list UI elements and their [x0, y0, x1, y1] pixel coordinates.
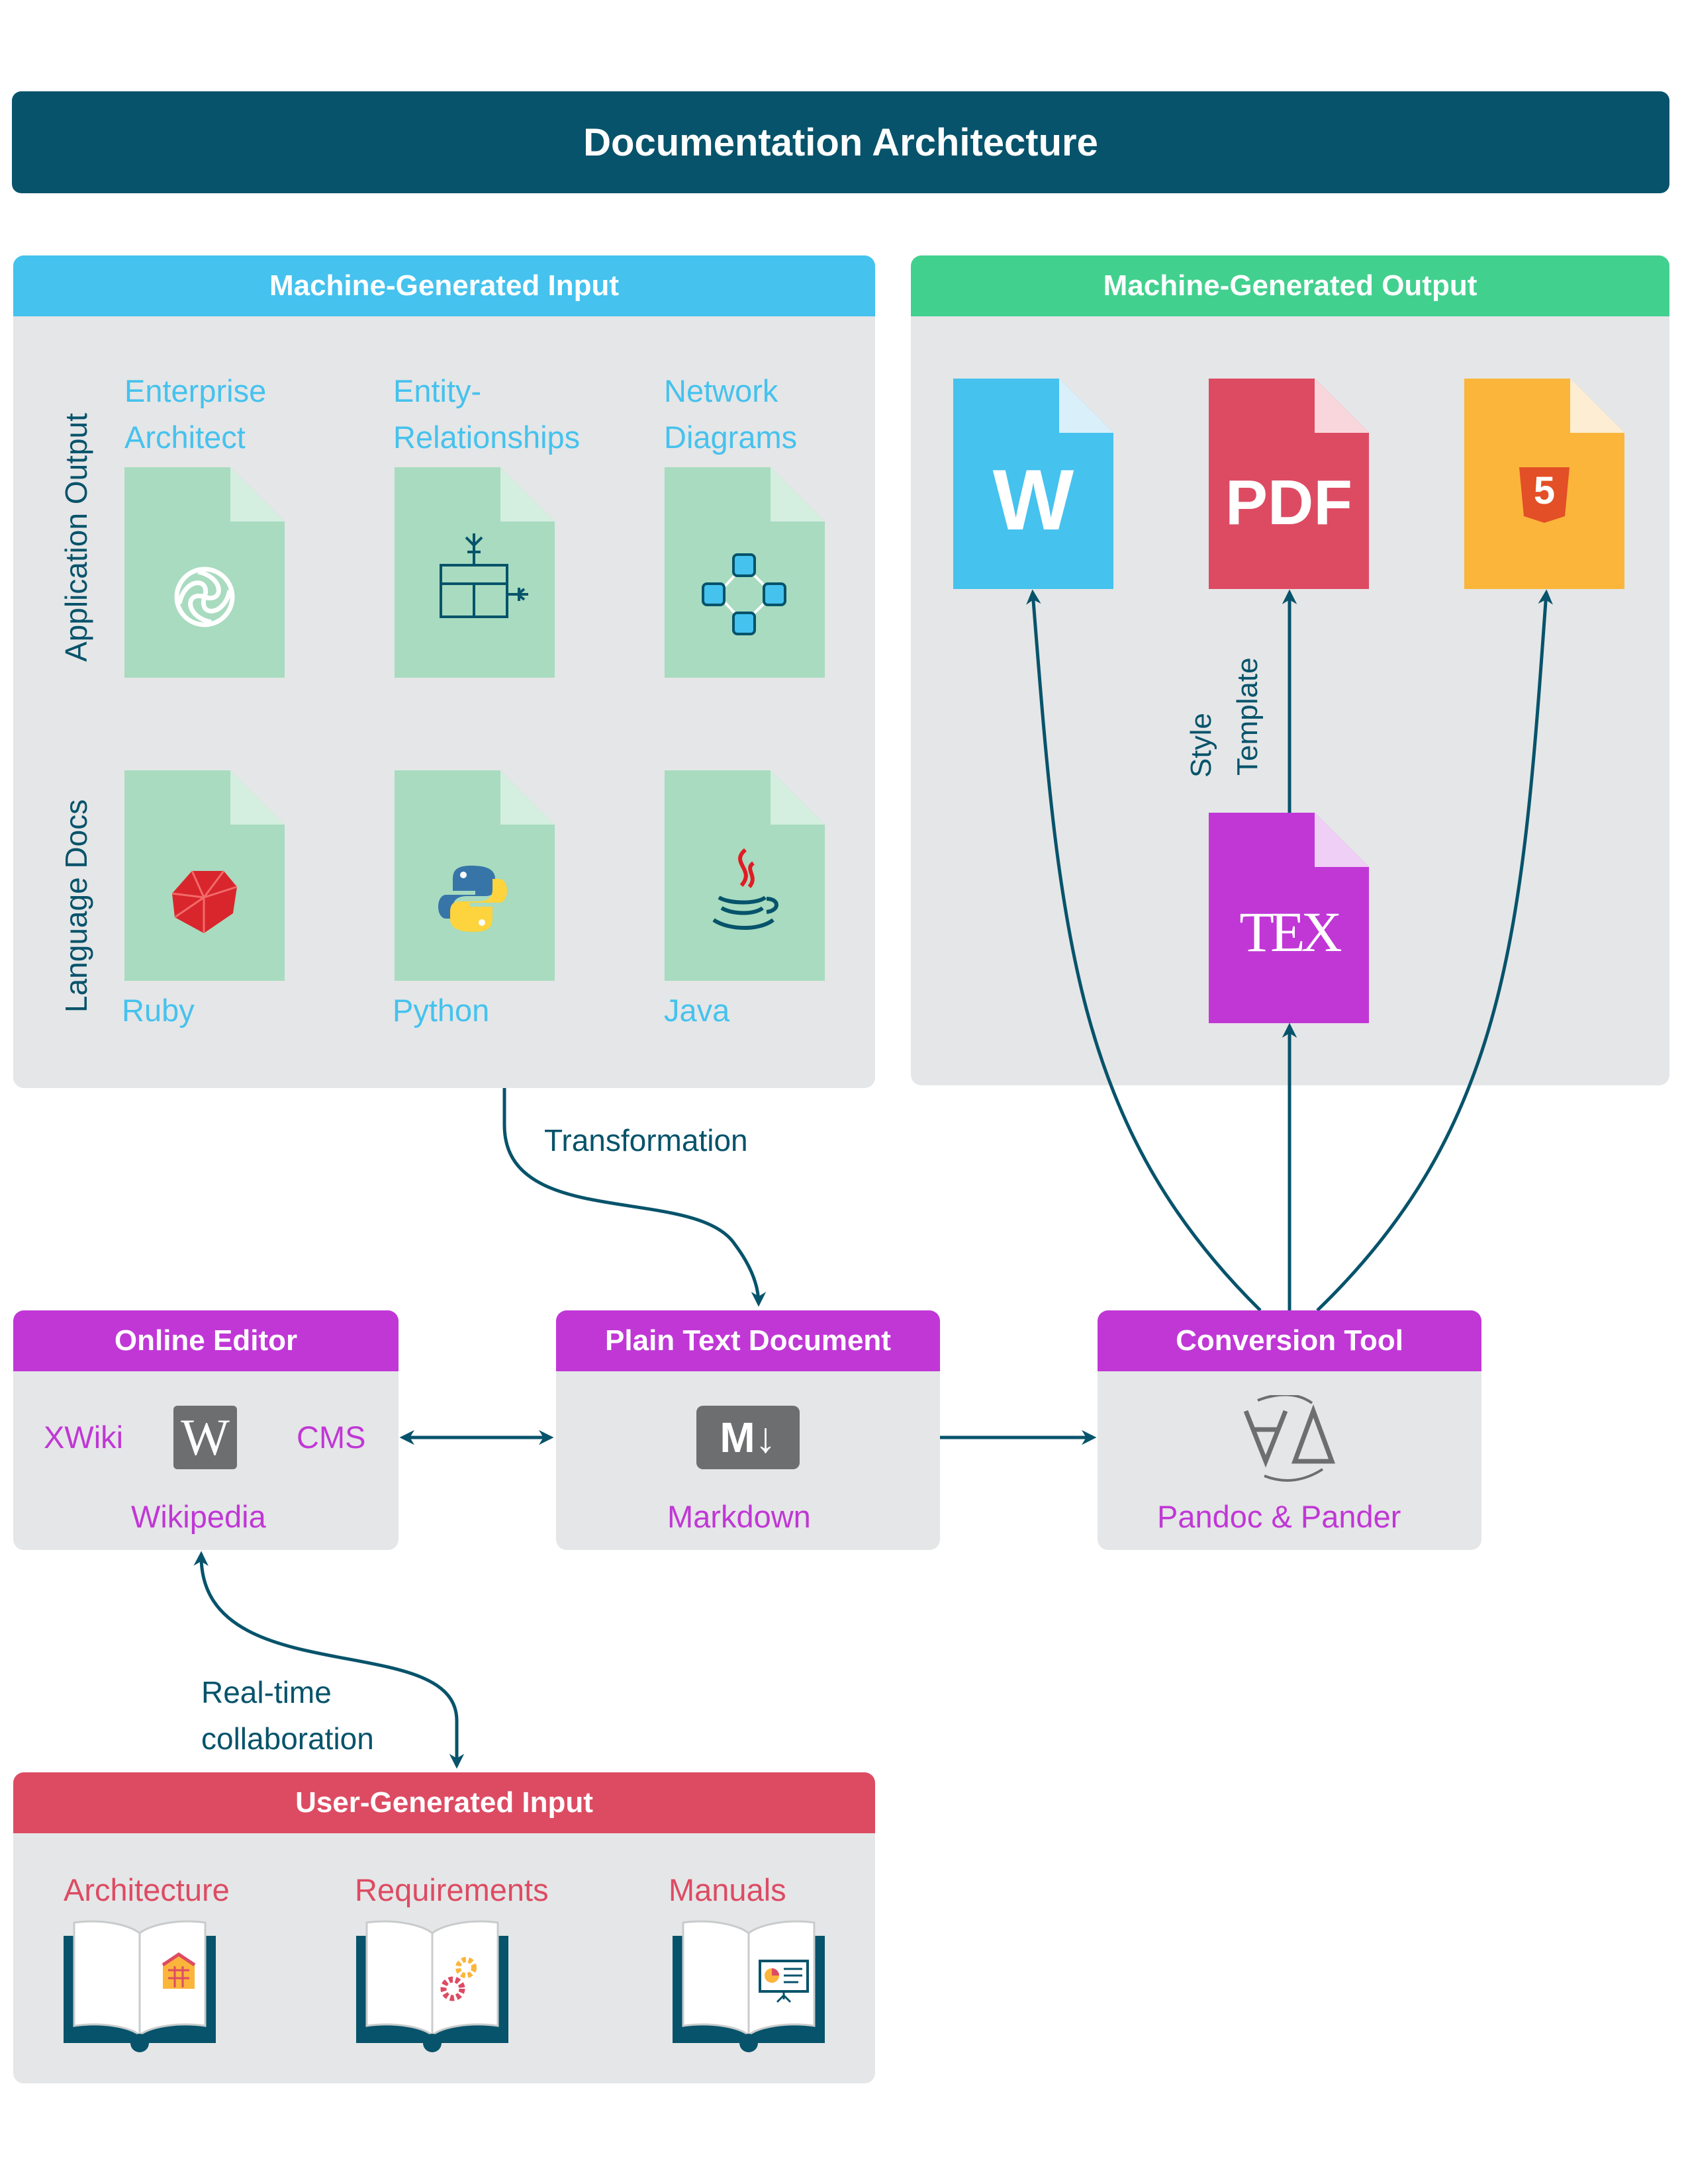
page-title: Documentation Architecture — [12, 91, 1669, 193]
plain-text-header: Plain Text Document — [556, 1310, 940, 1371]
pdf-file-icon — [1209, 379, 1369, 589]
label-ruby: Ruby — [122, 993, 195, 1028]
cms-label: CMS — [297, 1420, 366, 1455]
collaboration-arrow — [193, 1551, 465, 1769]
word-letter: W — [992, 451, 1074, 548]
manuals-label: Manuals — [669, 1872, 786, 1907]
word-file-icon — [953, 379, 1113, 589]
html5-number: 5 — [1533, 469, 1556, 512]
arrow-to-html — [1316, 589, 1553, 1312]
label-enterprise-architect: Enterprise Architect — [124, 373, 267, 455]
tex-letters: TEX — [1239, 900, 1342, 964]
java-file-icon — [665, 770, 825, 981]
wikipedia-icon: W — [173, 1406, 237, 1469]
requirements-label: Requirements — [355, 1872, 549, 1907]
collaboration-label-line2: collaboration — [201, 1721, 374, 1756]
network-diagrams-file-icon — [665, 467, 825, 678]
architecture-label: Architecture — [64, 1872, 230, 1907]
collaboration-label-line1: Real-time — [201, 1675, 332, 1709]
label-java: Java — [664, 993, 730, 1028]
architecture-book-icon — [64, 1920, 216, 2052]
html5-file-icon — [1464, 379, 1624, 589]
machine-input-header: Machine-Generated Input — [13, 255, 875, 316]
entity-relationships-file-icon — [395, 467, 555, 678]
conversion-tool-header: Conversion Tool — [1098, 1310, 1481, 1371]
xwiki-label: XWiki — [44, 1420, 124, 1455]
style-label: Style — [1185, 713, 1217, 778]
template-label: Template — [1231, 657, 1264, 776]
tex-file-icon — [1209, 813, 1369, 1023]
markdown-icon: M↓ — [696, 1406, 800, 1469]
enterprise-architect-file-icon — [124, 467, 285, 678]
arrow-to-word — [1026, 589, 1262, 1312]
label-entity-relationships: Entity- Relationships — [393, 373, 581, 455]
transformation-arrow — [502, 1088, 767, 1307]
requirements-book-icon — [356, 1920, 508, 2052]
pandoc-pander-label: Pandoc & Pander — [1157, 1499, 1401, 1534]
pdf-letters: PDF — [1225, 467, 1352, 538]
label-network-diagrams: Network Diagrams — [664, 373, 798, 455]
pandoc-icon — [1243, 1395, 1336, 1482]
python-file-icon — [395, 770, 555, 981]
label-python: Python — [393, 993, 490, 1028]
user-input-header: User-Generated Input — [13, 1772, 875, 1833]
online-editor-header: Online Editor — [13, 1310, 399, 1371]
markdown-label: Markdown — [667, 1499, 811, 1534]
machine-output-header: Machine-Generated Output — [911, 255, 1669, 316]
transformation-label: Transformation — [544, 1123, 748, 1158]
manuals-book-icon — [673, 1920, 825, 2052]
wikipedia-label: Wikipedia — [131, 1499, 266, 1534]
ruby-file-icon — [124, 770, 285, 981]
